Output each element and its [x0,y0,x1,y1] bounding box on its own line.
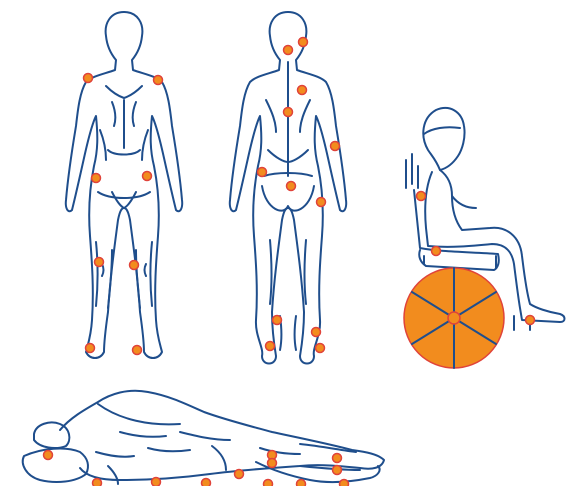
pressure-point-front-left-foot [133,346,142,355]
lying-side-figure [23,391,384,484]
pressure-point-wheelchair-heel [526,316,535,325]
pressure-point-side-ankle-upper [333,454,342,463]
pressure-point-back-spine [284,108,293,117]
pressure-point-side-knee-upper-b [268,459,277,468]
front-standing-figure [66,12,182,358]
pressure-point-side-elbow [152,478,161,486]
pressure-point-back-left-calf [312,328,321,337]
pressure-point-front-left-knee [130,261,139,270]
pressure-point-side-ankle-lower [333,466,342,475]
pressure-point-back-right-hip [258,168,267,177]
wheelchair-figure [404,108,565,368]
pressure-point-side-hip-lower [264,480,273,486]
pressure-point-back-elbow [331,142,340,151]
pressure-point-front-right-knee [95,258,104,267]
pressure-point-side-ribs [202,479,211,486]
pressure-point-side-heel [340,480,349,486]
pressure-point-wheelchair-seat [432,247,441,256]
pressure-point-back-left-heel [316,344,325,353]
pressure-point-back-neck [284,46,293,55]
pressure-point-front-right-hip [92,174,101,183]
pressure-point-wheelchair-back [417,192,426,201]
pressure-point-back-scapula [298,86,307,95]
pressure-point-back-occiput [299,38,308,47]
pressure-point-back-right-heel [266,342,275,351]
pressure-points-side [44,451,349,486]
pressure-point-back-sacrum [287,182,296,191]
wheel-hub [448,312,460,324]
pressure-point-front-left-shoulder [154,76,163,85]
pressure-point-front-right-foot [86,344,95,353]
pressure-point-front-left-hip [143,172,152,181]
pressure-point-front-right-shoulder [84,74,93,83]
pressure-point-back-right-calf [273,316,282,325]
pressure-point-back-left-hip [317,198,326,207]
pressure-point-side-ear [44,451,53,460]
pressure-point-side-hip-upper [235,470,244,479]
pressure-point-side-shoulder [93,479,102,486]
pressure-point-side-knee-lower [297,480,306,486]
